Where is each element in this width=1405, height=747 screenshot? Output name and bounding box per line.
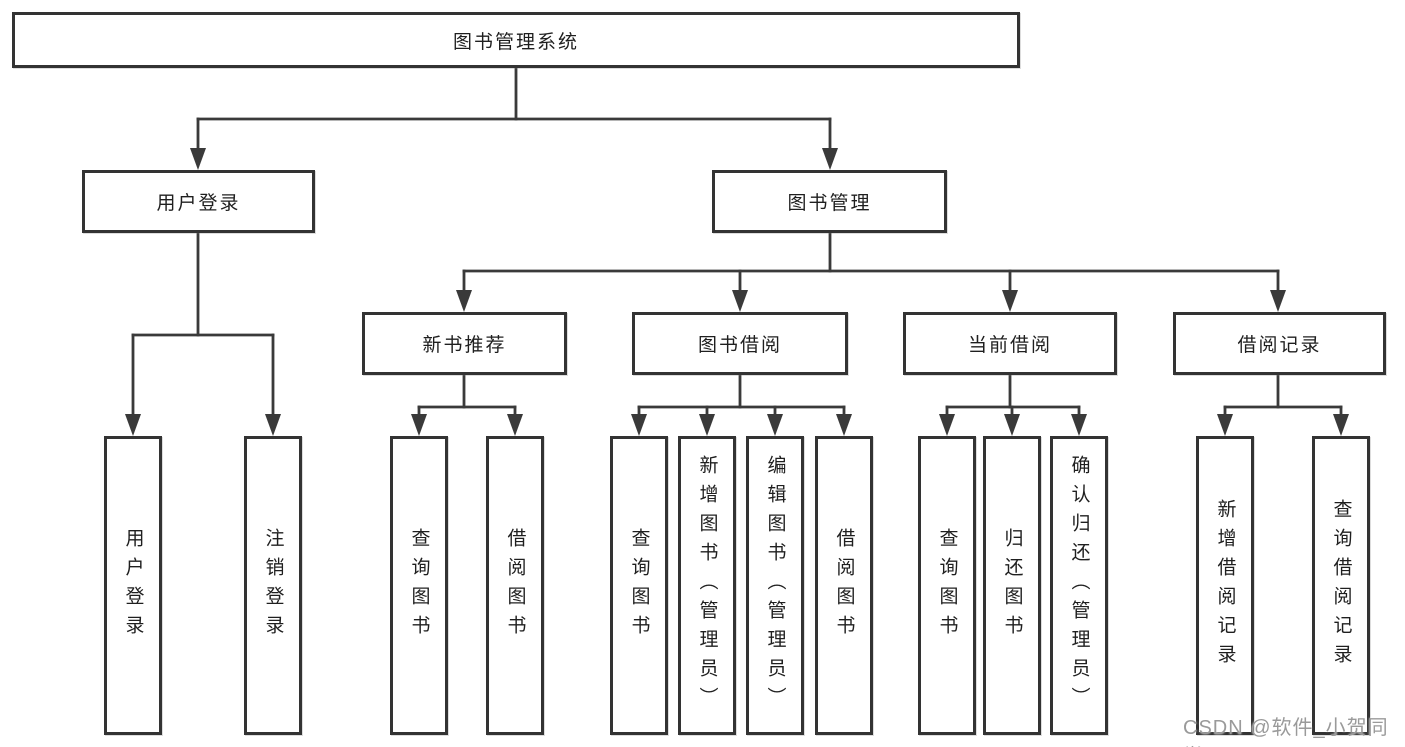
leaf-add-borrow-record: 新增借阅记录 <box>1196 436 1254 735</box>
leaf-query-books-current: 查询图书 <box>918 436 976 735</box>
leaf-borrow-books: 借阅图书 <box>815 436 873 735</box>
leaf-borrow-books-recommend: 借阅图书 <box>486 436 544 735</box>
leaf-add-books-admin: 新增图书（管理员） <box>678 436 736 735</box>
leaf-confirm-return-admin: 确认归还（管理员） <box>1050 436 1108 735</box>
node-book-management: 图书管理 <box>712 170 947 233</box>
node-library-management-system: 图书管理系统 <box>12 12 1020 68</box>
leaf-return-books: 归还图书 <box>983 436 1041 735</box>
node-borrow-records: 借阅记录 <box>1173 312 1386 375</box>
csdn-watermark: CSDN @软件_小贺同学 <box>1183 717 1389 747</box>
leaf-edit-books-admin: 编辑图书（管理员） <box>746 436 804 735</box>
leaf-query-books-recommend: 查询图书 <box>390 436 448 735</box>
leaf-query-books-borrow: 查询图书 <box>610 436 668 735</box>
node-new-book-recommend: 新书推荐 <box>362 312 567 375</box>
node-current-borrow: 当前借阅 <box>903 312 1117 375</box>
node-book-borrow: 图书借阅 <box>632 312 848 375</box>
leaf-user-login: 用户登录 <box>104 436 162 735</box>
node-user-login-group: 用户登录 <box>82 170 315 233</box>
leaf-logout: 注销登录 <box>244 436 302 735</box>
leaf-query-borrow-record: 查询借阅记录 <box>1312 436 1370 735</box>
